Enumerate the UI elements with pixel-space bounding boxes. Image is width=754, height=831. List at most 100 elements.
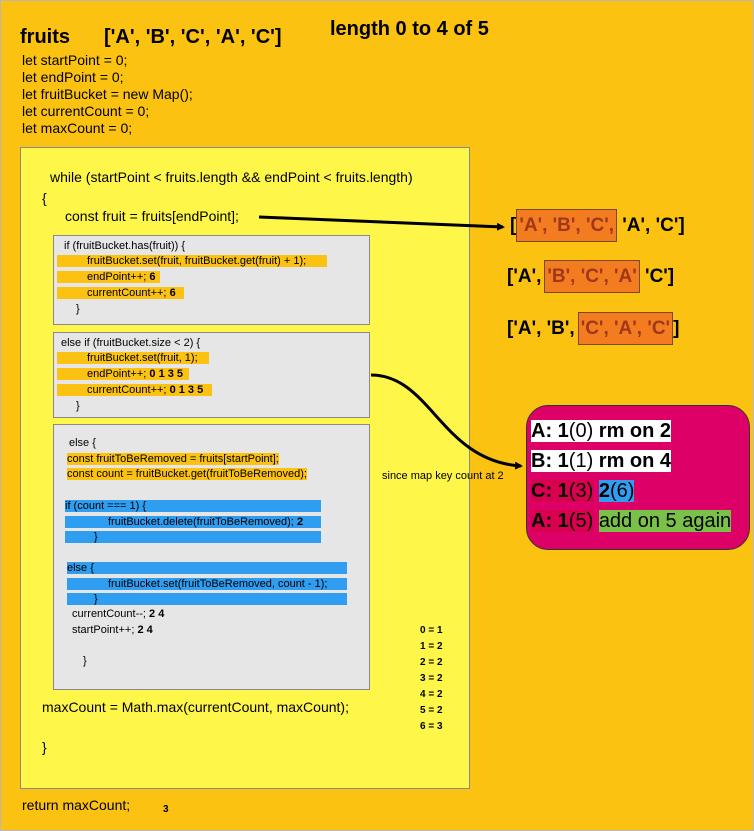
sp-value: 2 4 — [137, 624, 153, 636]
fruits-array: ['A', 'B', 'C', 'A', 'C'] — [104, 26, 282, 48]
window-2-rest: 'C'] — [639, 266, 675, 287]
if-header: if (fruitBucket.has(fruit)) { — [64, 240, 186, 252]
map-a2-idx: (5) — [568, 510, 594, 532]
map-a-key: A — [531, 420, 546, 442]
inner-else-line: else { — [67, 562, 347, 574]
window-1-highlight: 'A', 'B', 'C', — [516, 209, 617, 242]
map-a-idx: (0) — [568, 420, 594, 442]
elseif-header: else if (fruitBucket.size < 2) { — [61, 337, 201, 349]
tally-6: 6 = 3 — [420, 721, 443, 732]
if-currentcount-value: 6 — [169, 287, 176, 299]
init-start-point: let startPoint = 0; — [22, 52, 128, 68]
delete-value: 2 — [296, 516, 304, 528]
map-c-key: C — [531, 480, 546, 502]
map-a-count: : 1 — [545, 420, 569, 442]
cc-value: 2 4 — [149, 608, 165, 620]
map-row-a-body: A: 1(0) rm on 2 — [531, 420, 672, 442]
if-endpoint-line: endPoint++; 6 — [57, 271, 160, 283]
window-3-pre: ['A', 'B', — [507, 318, 575, 339]
elseif-currentcount-text: currentCount++; — [87, 384, 167, 396]
else-close: } — [83, 655, 87, 667]
map-b-idx: (1) — [568, 450, 594, 472]
else-header: else { — [69, 437, 96, 449]
window-3-highlight: 'C', 'A', 'C' — [577, 312, 674, 345]
if-close: } — [76, 303, 80, 315]
map-row-b: B: 1(1) rm on 4 — [531, 450, 672, 473]
tally-3: 3 = 2 — [420, 673, 443, 684]
elseif-set-line: fruitBucket.set(fruit, 1); — [57, 352, 209, 364]
map-b-key: B — [531, 450, 546, 472]
if-endpoint-value: 6 — [149, 271, 156, 283]
map-b-note: rm on 4 — [593, 450, 672, 472]
tally-5: 5 = 2 — [420, 705, 443, 716]
if-endpoint-text: endPoint++; — [87, 271, 147, 283]
map-a2-note: add on 5 again — [598, 510, 732, 532]
tally-1: 1 = 2 — [420, 641, 443, 652]
window-3-rest: ] — [673, 318, 680, 339]
map-row-a2-body: A: 1(5) — [531, 510, 594, 532]
tally-0: 0 = 1 — [420, 625, 443, 636]
map-row-c-body: C: 1(3) — [531, 480, 594, 502]
if-block: if (fruitBucket.has(fruit)) { fruitBucke… — [53, 235, 370, 325]
arrow-elseif-to-map — [370, 373, 523, 470]
map-c-extra-idx: (6) — [609, 480, 635, 502]
inner-else-close: } — [67, 593, 347, 605]
map-row-a: A: 1(0) rm on 2 — [531, 420, 672, 443]
window-row-3: ['A', 'B','C', 'A', 'C'] — [507, 312, 680, 345]
arrow-fruit-to-window — [258, 215, 505, 231]
map-row-c-extra: 2(6) — [598, 480, 635, 502]
map-c-extra: 2 — [598, 480, 610, 502]
else-remove-line: const fruitToBeRemoved = fruits[startPoi… — [67, 453, 279, 465]
return-value: 3 — [163, 804, 169, 815]
code-panel: while (startPoint < fruits.length && end… — [20, 147, 470, 789]
fruits-label: fruits — [20, 26, 70, 48]
window-1-open: [ — [510, 215, 517, 236]
window-1-rest: 'A', 'C'] — [617, 215, 685, 236]
tally-2: 2 = 2 — [420, 657, 443, 668]
window-2-pre: ['A', — [507, 266, 542, 287]
map-c-idx: (3) — [568, 480, 594, 502]
tally-4: 4 = 2 — [420, 689, 443, 700]
init-end-point: let endPoint = 0; — [22, 69, 124, 85]
if-count-close: } — [65, 531, 321, 543]
startpoint-increment: startPoint++; 2 4 — [72, 624, 153, 636]
max-count-line: maxCount = Math.max(currentCount, maxCou… — [42, 699, 349, 715]
window-row-2: ['A','B', 'C', 'A' 'C'] — [507, 260, 675, 293]
elseif-currentcount-value: 0 1 3 5 — [169, 384, 204, 396]
elseif-endpoint-text: endPoint++; — [87, 368, 147, 380]
cc-text: currentCount--; — [72, 608, 146, 620]
if-count-line: if (count === 1) { — [65, 500, 321, 512]
map-row-b-body: B: 1(1) rm on 4 — [531, 450, 672, 472]
length-label: length 0 to 4 of 5 — [330, 18, 489, 40]
delete-line: fruitBucket.delete(fruitToBeRemoved); 2 — [65, 516, 321, 528]
if-currentcount-text: currentCount++; — [87, 287, 167, 299]
map-b-count: : 1 — [545, 450, 569, 472]
map-c-count: : 1 — [545, 480, 569, 502]
init-current-count: let currentCount = 0; — [22, 103, 150, 119]
while-open-brace: { — [42, 190, 47, 206]
init-max-count: let maxCount = 0; — [22, 120, 133, 136]
map-a2-key: A — [531, 510, 546, 532]
map-a2-count: : 1 — [545, 510, 569, 532]
currentcount-decrement: currentCount--; 2 4 — [72, 608, 164, 620]
init-fruit-bucket: let fruitBucket = new Map(); — [22, 86, 193, 102]
set-minus-line: fruitBucket.set(fruitToBeRemoved, count … — [67, 578, 347, 590]
else-count-line: const count = fruitBucket.get(fruitToBeR… — [67, 468, 307, 480]
while-line: while (startPoint < fruits.length && end… — [50, 169, 413, 185]
window-2-highlight: 'B', 'C', 'A' — [544, 260, 640, 293]
if-currentcount-line: currentCount++; 6 — [57, 287, 184, 299]
elseif-currentcount-line: currentCount++; 0 1 3 5 — [57, 384, 212, 396]
if-set-line: fruitBucket.set(fruit, fruitBucket.get(f… — [57, 255, 327, 267]
else-block: else { const fruitToBeRemoved = fruits[s… — [53, 424, 370, 690]
map-key-note: since map key count at 2 — [382, 470, 504, 482]
map-row-a2: A: 1(5) add on 5 again — [531, 510, 732, 533]
map-row-c: C: 1(3) 2(6) — [531, 480, 635, 503]
fruit-bucket-map: A: 1(0) rm on 2 B: 1(1) rm on 4 C: 1(3) … — [526, 405, 750, 550]
map-a-note: rm on 2 — [593, 420, 672, 442]
elseif-endpoint-line: endPoint++; 0 1 3 5 — [57, 368, 189, 380]
const-fruit-line: const fruit = fruits[endPoint]; — [65, 208, 239, 224]
window-row-1: ['A', 'B', 'C', 'A', 'C'] — [510, 209, 685, 242]
delete-text: fruitBucket.delete(fruitToBeRemoved); — [108, 516, 294, 528]
